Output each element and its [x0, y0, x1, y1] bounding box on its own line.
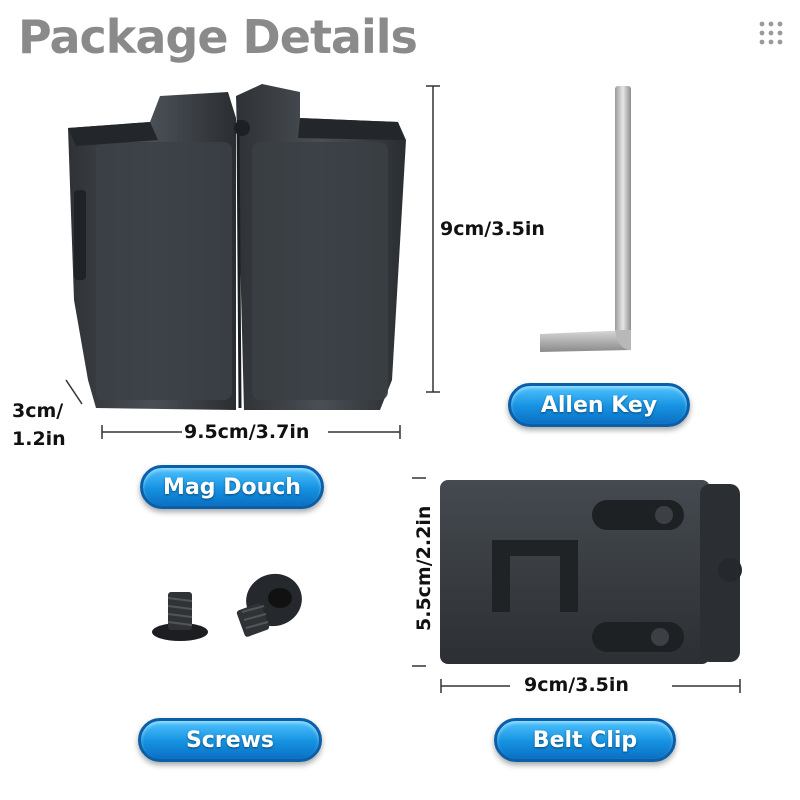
mag-pouch-depth-label-2: 1.2in [12, 428, 66, 450]
mag-pouch-depth-label-1: 3cm/ [12, 400, 64, 422]
belt-clip-height-label: 5.5cm/2.2in [413, 505, 435, 631]
mag-pouch-label: Mag Douch [140, 465, 324, 509]
grid-dots-icon[interactable] [758, 20, 784, 46]
allen-key-label: Allen Key [508, 383, 690, 427]
allen-key-image [540, 86, 631, 352]
mag-pouch-width-label: 9.5cm/3.7in [184, 421, 310, 443]
mag-pouch-image [68, 84, 406, 410]
screws-image [152, 573, 302, 641]
belt-clip-label: Belt Clip [494, 718, 676, 762]
mag-pouch-height-label: 9cm/3.5in [440, 218, 545, 240]
belt-clip-image [440, 480, 742, 664]
belt-clip-width-label: 9cm/3.5in [524, 674, 629, 696]
screws-label: Screws [138, 718, 322, 762]
belt-clip-dimension-lines [412, 477, 741, 693]
page-title: Package Details [18, 10, 418, 64]
mag-pouch-dimension-lines [65, 85, 440, 439]
